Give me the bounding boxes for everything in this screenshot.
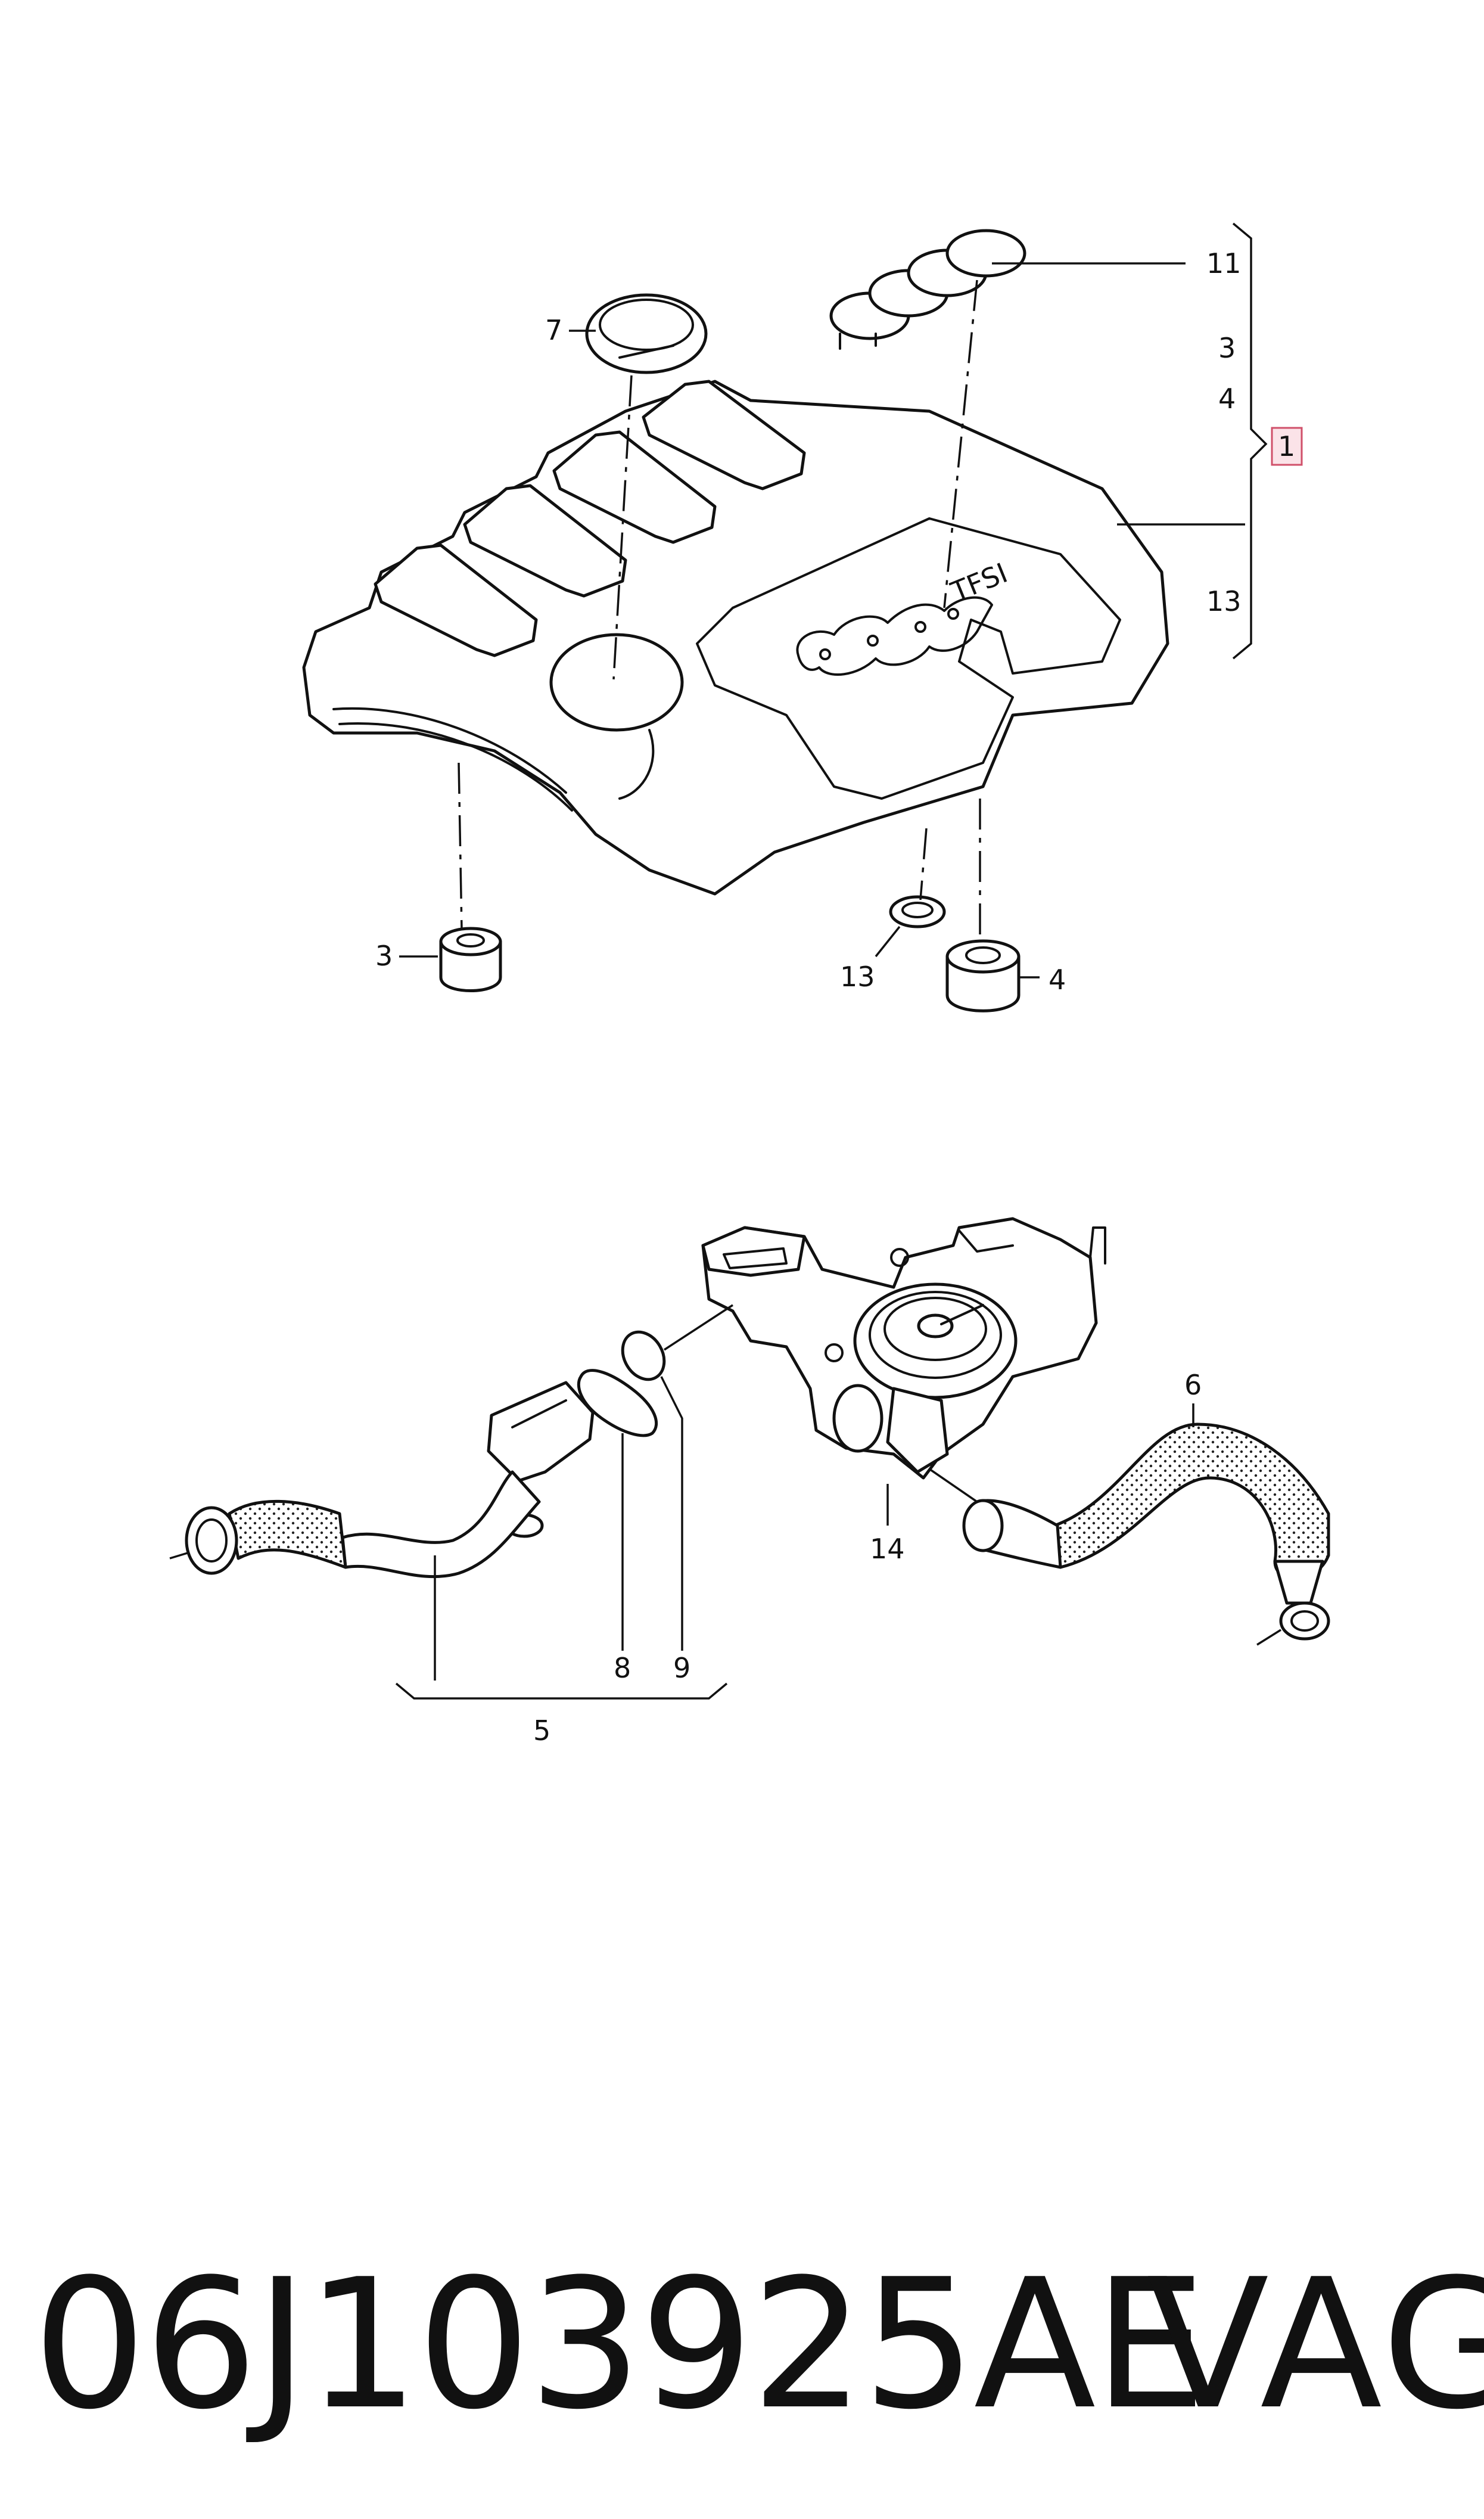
group-bracket-1: 1 (1117, 222, 1303, 660)
grommet (889, 895, 946, 928)
emblem-rings (829, 229, 1026, 350)
oil-filler-recess (549, 633, 684, 732)
callout-3-list: 3 (1218, 332, 1236, 364)
o-ring-8 (577, 1369, 658, 1437)
svg-text:5: 5 (533, 1714, 550, 1747)
callout-4: 4 (1020, 964, 1066, 996)
callout-7: 7 (545, 314, 596, 346)
oil-separator-housing (701, 1217, 1106, 1480)
callout-6: 6 (1184, 1369, 1202, 1427)
callout-1-box[interactable] (1271, 427, 1303, 466)
group-bracket-5: 5 (395, 1555, 728, 1747)
callout-9: 9 (660, 1376, 690, 1684)
callout-3: 3 (375, 940, 438, 972)
callout-14: 14 (870, 1484, 905, 1565)
cover-ribs (374, 380, 806, 657)
brand-name: VAG (1147, 2241, 1484, 2449)
part-number: 06J103925AE (33, 2241, 1206, 2449)
svg-text:13: 13 (840, 961, 875, 993)
callout-11: 11 (992, 247, 1242, 279)
svg-text:3: 3 (375, 940, 393, 972)
breather-hose-left (169, 1381, 595, 1579)
rubber-mount-right (945, 939, 1021, 1012)
svg-text:14: 14 (870, 1533, 905, 1565)
callout-4-list: 4 (1218, 383, 1236, 415)
footer: 06J103925AE VAG (33, 2241, 1484, 2449)
svg-text:6: 6 (1184, 1369, 1202, 1401)
callout-13-list: 13 (1206, 585, 1242, 617)
svg-text:4: 4 (1049, 964, 1066, 996)
svg-text:11: 11 (1206, 247, 1242, 279)
oil-filler-cap (585, 293, 708, 374)
cover-emblem: TFSI (796, 557, 1012, 676)
svg-text:9: 9 (673, 1652, 690, 1684)
callout-13: 13 (840, 925, 901, 993)
parts-diagram: TFSI 11 3 4 13 (169, 222, 1330, 1747)
breather-hose-right (929, 1422, 1330, 1646)
engine-cover: TFSI (302, 380, 1169, 896)
svg-text:7: 7 (545, 314, 562, 346)
separator-diaphragm (853, 1282, 1018, 1399)
callout-8: 8 (614, 1433, 631, 1684)
svg-text:1: 1 (1278, 430, 1295, 462)
svg-text:8: 8 (614, 1652, 631, 1684)
rubber-mount-left (439, 927, 502, 992)
o-ring-9 (621, 1330, 666, 1381)
